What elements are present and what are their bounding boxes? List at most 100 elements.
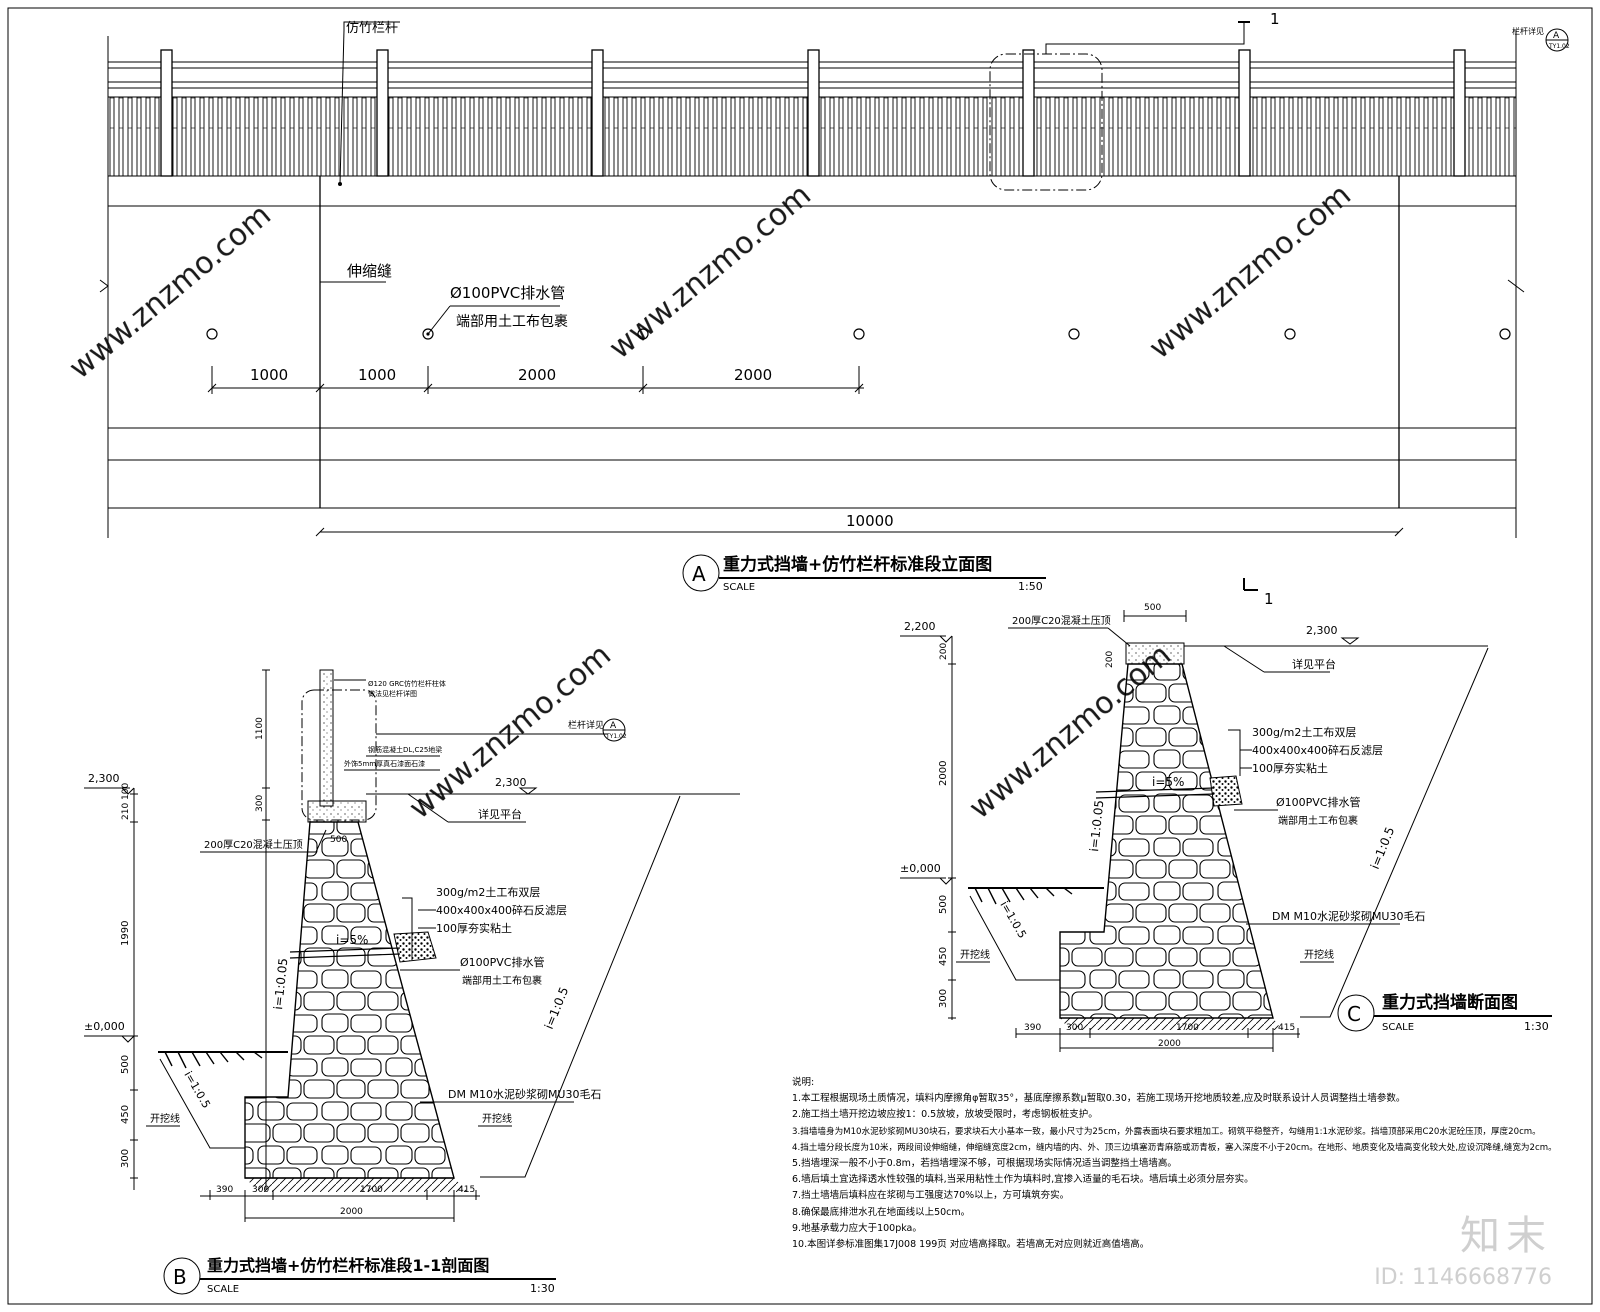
note-1: 1.本工程根据现场土质情况，填料内摩擦角φ暂取35°，基底摩擦系数μ暂取0.30… <box>792 1093 1406 1105</box>
section-b: 详见平台 2,300 2,300 ±0,000 i=5% 300g/m2土工布双… <box>84 669 740 1295</box>
drain-layers-b <box>289 931 437 963</box>
title-a-circle <box>682 554 720 592</box>
cut-line-right-c <box>1300 647 1489 1018</box>
drain-slope-b: i=5% <box>336 933 368 947</box>
bdim-c-total: 2000 <box>1158 1039 1181 1049</box>
slope-cut-b: i=1:0.5 <box>542 985 572 1031</box>
section-c: 详见平台 2,300 2,200 ±0,000 200厚C20混凝土压顶 500… <box>900 578 1552 1052</box>
title-b-scale: 1:30 <box>530 1282 555 1295</box>
bdim-b-1: 390 <box>216 1185 233 1195</box>
sheet-border <box>7 7 1593 1305</box>
cut-right-b: 开挖线 <box>482 1112 512 1125</box>
drain-holes <box>206 328 1511 340</box>
found-note-b-2: 外饰5mm厚真石漆面石漆 <box>344 759 425 768</box>
title-b-scale-label: SCALE <box>207 1284 239 1295</box>
drain-wrap-label: 端部用土工布包裹 <box>456 314 568 330</box>
note-7: 7.挡土墙墙后填料应在浆砌与工强度达70%以上，方可填筑夯实。 <box>792 1190 1070 1202</box>
vdim-b-2: 300 <box>255 795 265 812</box>
vdim-b-5: 1990 <box>120 921 131 946</box>
note-6: 6.墙后填土宜选择透水性较强的填料,当采用粘性土作为填料时,宜掺入适量的毛石块。… <box>792 1174 1254 1186</box>
pipe-b: Ø100PVC排水管 <box>460 955 545 969</box>
drain-layers-c <box>1095 775 1243 807</box>
brand-logo: 知末 <box>1460 1213 1552 1259</box>
vdim-b-1: 1100 <box>255 717 265 740</box>
section-marker-bottom: 1 <box>1264 590 1274 608</box>
soil-hatch-c <box>1060 1018 1282 1030</box>
bdim-b-4: 415 <box>458 1185 475 1195</box>
dim-1: 1000 <box>250 366 288 384</box>
pillar-note-b-2: 做法见栏杆详图 <box>368 689 417 698</box>
railing-post-b <box>319 669 334 807</box>
railing-detail-label-top: 栏杆详见 <box>1512 26 1544 36</box>
dim-3: 2000 <box>518 366 556 384</box>
cut-line-right-b <box>480 795 681 1178</box>
cut-line-left-b <box>159 1058 245 1149</box>
bdim-c-1: 390 <box>1024 1023 1041 1033</box>
slope-wall-b: i=1:0.05 <box>271 957 290 1010</box>
vdim-c-2: 2000 <box>938 761 949 786</box>
section-marker-top: 1 <box>1270 10 1280 28</box>
title-c-scale-label: SCALE <box>1382 1022 1414 1033</box>
railing-ref-b-top: A <box>610 721 617 731</box>
drain-slope-c: i=5% <box>1152 775 1184 789</box>
title-b-letter: B <box>173 1265 187 1289</box>
note-8: 8.确保最底排泄水孔在地面线以上50cm。 <box>792 1206 971 1218</box>
note-4: 4.挡土墙分段长度为10米，两段间设伸缩缝，伸缩缝宽度2cm，缝内墙的内、外、顶… <box>792 1142 1557 1153</box>
drain-pipe-label: Ø100PVC排水管 <box>450 284 565 302</box>
title-c-letter: C <box>1347 1002 1361 1026</box>
cut-right-c: 开挖线 <box>1304 948 1334 961</box>
bdim-b-2: 300 <box>252 1185 269 1195</box>
railing-ref-top: A <box>1553 31 1560 41</box>
title-a-scale: 1:50 <box>1018 580 1043 593</box>
pipe-c: Ø100PVC排水管 <box>1276 795 1361 809</box>
dim-2: 1000 <box>358 366 396 384</box>
notes-heading: 说明: <box>792 1077 815 1088</box>
design-notes: 说明: 1.本工程根据现场土质情况，填料内摩擦角φ暂取35°，基底摩擦系数μ暂取… <box>792 1075 1557 1253</box>
layer-b-1: 300g/m2土工布双层 <box>436 886 540 899</box>
vdim-b-4: 100 <box>121 783 131 800</box>
title-b: 重力式挡墙+仿竹栏杆标准段1-1剖面图 <box>207 1256 489 1275</box>
title-a-scale-label: SCALE <box>723 582 755 593</box>
elev-zero-c: ±0,000 <box>900 862 941 875</box>
platform-label-c: 详见平台 <box>1292 657 1336 671</box>
layer-c-3: 100厚夯实粘土 <box>1252 761 1328 775</box>
watermark-site-4: www.znzmo.com <box>403 638 618 827</box>
dim-4: 2000 <box>734 366 772 384</box>
title-a-letter: A <box>692 562 706 586</box>
slope-wall-c: i=1:0.05 <box>1087 799 1106 852</box>
bdim-b-total: 2000 <box>340 1207 363 1217</box>
slope-cut-left-b: i=1:0.5 <box>181 1069 213 1111</box>
note-9: 9.地基承载力应大于100pka。 <box>792 1222 922 1234</box>
brand-watermark: 知末 ID: 1146668776 <box>1374 1203 1552 1290</box>
layer-b-3: 100厚夯实粘土 <box>436 921 512 935</box>
wall-b-cap <box>307 800 367 823</box>
railing-ref-bottom: TY1.02 <box>1548 43 1570 50</box>
fence-posts <box>160 49 1466 177</box>
expansion-joint-label: 伸缩缝 <box>347 262 392 280</box>
vdim-c-5: 300 <box>938 989 949 1008</box>
note-2: 2.施工挡土墙开挖边坡应按1：0.5放坡，放坡受限时，考虑钢板桩支护。 <box>792 1109 1098 1121</box>
cap-label-c: 200厚C20混凝土压顶 <box>1012 614 1111 627</box>
bdim-c-3: 1700 <box>1176 1023 1199 1033</box>
pillar-note-b-1: Ø120 GRC仿竹栏杆柱体 <box>368 679 446 688</box>
title-c-circle <box>1337 994 1375 1032</box>
cap-width-b: 500 <box>330 835 347 845</box>
total-dim: 10000 <box>846 512 894 530</box>
pipe-wrap-c: 端部用土工布包裹 <box>1278 814 1358 827</box>
cut-left-b: 开挖线 <box>150 1112 180 1125</box>
note-5: 5.挡墙埋深一般不小于0.8m，若挡墙埋深不够，可根据现场实际情况适当调整挡土墙… <box>792 1158 1177 1170</box>
title-c-scale: 1:30 <box>1524 1020 1549 1033</box>
railing-ref-b-bottom: TY1.02 <box>605 733 627 740</box>
title-c: 重力式挡墙断面图 <box>1382 992 1518 1013</box>
title-b-circle <box>163 1257 201 1295</box>
slope-cut-left-c: i=1:0.5 <box>997 899 1029 941</box>
elev-top-c: 2,200 <box>904 620 936 633</box>
pipe-wrap-b: 端部用土工布包裹 <box>462 974 542 987</box>
found-note-b-1: 钢筋混凝土DL,C25地梁 <box>368 745 442 754</box>
vdim-c-1: 200 <box>939 643 949 660</box>
masonry-b: DM M10水泥砂浆砌MU30毛石 <box>448 1087 601 1101</box>
layer-c-1: 300g/m2土工布双层 <box>1252 726 1356 739</box>
bdim-b-3: 1700 <box>360 1185 383 1195</box>
cap-height-c: 200 <box>1105 651 1115 668</box>
note-10: 10.本图详参标准图集17J008 199页 对应墙高择取。若墙高无对应则就近高… <box>792 1239 1150 1251</box>
